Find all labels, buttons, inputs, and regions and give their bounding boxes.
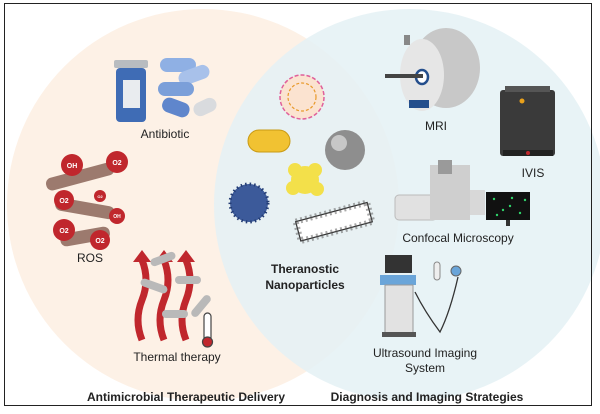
- ultrasound-label-line1: Ultrasound Imaging: [372, 346, 478, 360]
- ros-species-label: O2: [59, 198, 68, 205]
- ultrasound-label-line2: System: [404, 361, 446, 375]
- ros-species-label: O2: [95, 238, 104, 245]
- polymer-nanoparticle-icon: [279, 74, 325, 120]
- ros-species-label: O2: [112, 160, 121, 167]
- ivis-imager-icon: [500, 86, 555, 156]
- ultrasound-machine-icon: [380, 255, 462, 337]
- ivis-label: IVIS: [521, 166, 545, 180]
- ros-bacteria-icon: OH O2 O2 O2 OH O2 O2: [45, 151, 128, 250]
- metal-nanosphere-icon: [325, 130, 365, 170]
- nanoflower-icon: [286, 163, 324, 196]
- right-section-title: Diagnosis and Imaging Strategies: [330, 390, 524, 404]
- thermal-therapy-label: Thermal therapy: [133, 350, 221, 364]
- confocal-microscope-icon: [394, 160, 530, 226]
- gold-nanorod-icon: [247, 129, 291, 153]
- mesoporous-nanoparticle-icon: [228, 182, 270, 224]
- ros-species-label: O2: [97, 194, 103, 199]
- theranostic-label-line2: Nanoparticles: [265, 278, 345, 292]
- carbon-nanotube-icon: [291, 198, 376, 245]
- mri-label: MRI: [425, 119, 447, 133]
- ros-label: ROS: [76, 251, 104, 265]
- antibiotic-bottle-and-pills-icon: [114, 58, 217, 122]
- ros-species-label: O2: [59, 228, 68, 235]
- theranostic-label-line1: Theranostic: [270, 262, 340, 276]
- mri-scanner-icon: [385, 28, 480, 111]
- figure-border: [4, 3, 592, 406]
- ros-species-label: OH: [113, 214, 121, 220]
- left-section-title: Antimicrobial Therapeutic Delivery: [86, 390, 286, 404]
- ros-species-label: OH: [67, 163, 78, 170]
- antibiotic-label: Antibiotic: [140, 127, 190, 141]
- heat-thermometer-icon: [133, 250, 214, 348]
- confocal-microscopy-label: Confocal Microscopy: [402, 231, 514, 245]
